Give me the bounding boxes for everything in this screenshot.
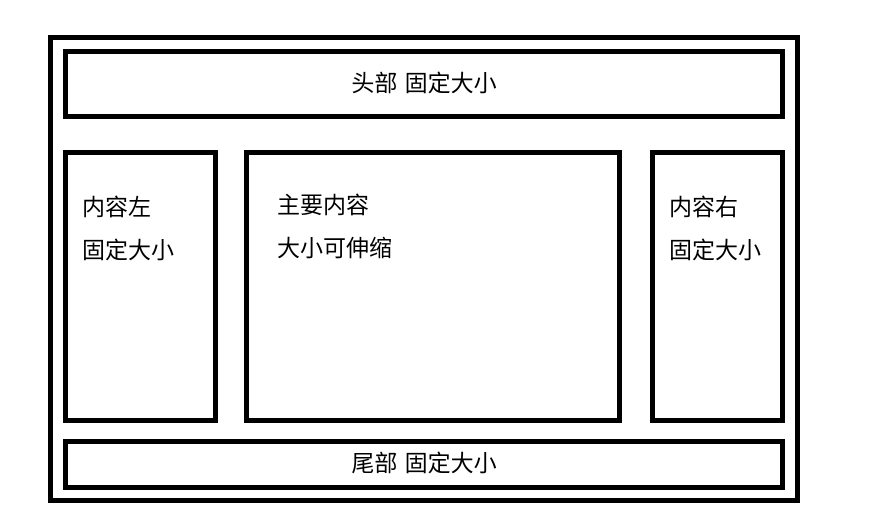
left-sidebar-region: 内容左 固定大小 xyxy=(63,150,218,423)
right-sidebar-region: 内容右 固定大小 xyxy=(650,150,785,423)
main-content-region: 主要内容 大小可伸缩 xyxy=(244,150,622,423)
right-sidebar-label-line1: 内容右 xyxy=(669,195,738,221)
main-content-label-line1: 主要内容 xyxy=(277,193,369,219)
main-content-text-block: 主要内容 大小可伸缩 xyxy=(249,155,617,271)
content-row: 内容左 固定大小 主要内容 大小可伸缩 内容右 固定大小 xyxy=(63,150,785,423)
footer-label: 尾部 固定大小 xyxy=(351,451,497,477)
right-sidebar-text-block: 内容右 固定大小 xyxy=(655,155,780,273)
right-sidebar-label-line2: 固定大小 xyxy=(669,238,761,264)
main-content-label-line2: 大小可伸缩 xyxy=(277,236,392,262)
layout-frame: 头部 固定大小 内容左 固定大小 主要内容 大小可伸缩 内容右 固定大小 尾部 … xyxy=(48,35,800,503)
header-region: 头部 固定大小 xyxy=(63,49,785,119)
left-sidebar-label-line2: 固定大小 xyxy=(82,238,174,264)
left-sidebar-label-line1: 内容左 xyxy=(82,195,151,221)
left-sidebar-text-block: 内容左 固定大小 xyxy=(68,155,213,273)
header-label: 头部 固定大小 xyxy=(351,70,497,97)
footer-region: 尾部 固定大小 xyxy=(63,439,785,490)
